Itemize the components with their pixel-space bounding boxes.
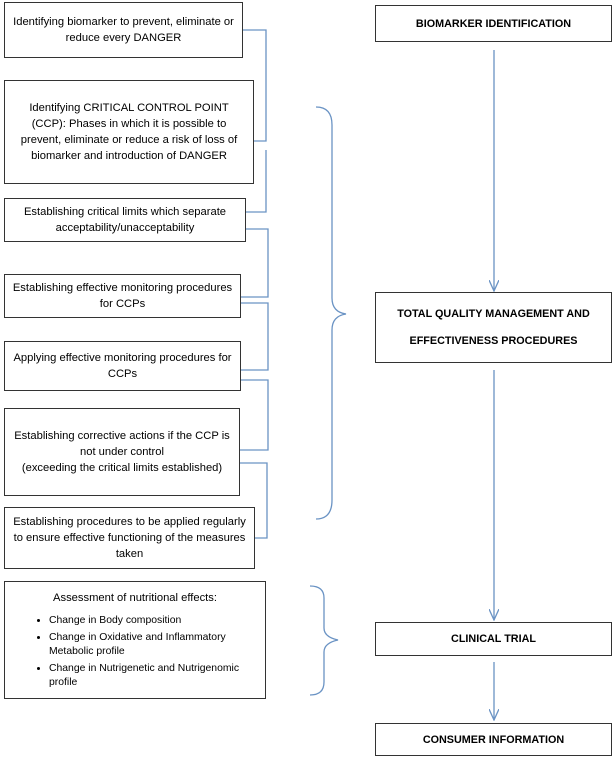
nutritional-assessment-title: Assessment of nutritional effects: xyxy=(53,592,217,604)
nutritional-assessment-box: Assessment of nutritional effects: Chang… xyxy=(4,581,266,699)
list-item: Change in Body composition xyxy=(49,614,255,629)
clinical-trial-label: CLINICAL TRIAL xyxy=(451,633,536,645)
biomarker-identification-box: BIOMARKER IDENTIFICATION xyxy=(375,5,612,42)
step-text: Applying effective monitoring procedures… xyxy=(13,351,232,380)
step-verification-procedures: Establishing procedures to be applied re… xyxy=(4,507,255,569)
step-apply-monitoring: Applying effective monitoring procedures… xyxy=(4,341,241,391)
tqm-box: TOTAL QUALITY MANAGEMENT AND EFFECTIVENE… xyxy=(375,292,612,363)
bracket-step5-step6 xyxy=(240,379,269,451)
step-text: Establishing critical limits which separ… xyxy=(23,205,227,234)
consumer-information-label: CONSUMER INFORMATION xyxy=(422,733,565,746)
consumer-information-box: CONSUMER INFORMATION xyxy=(375,723,612,756)
tqm-label-line1: TOTAL QUALITY MANAGEMENT AND xyxy=(397,307,590,320)
tqm-label-line2: EFFECTIVENESS PROCEDURES xyxy=(409,334,578,347)
step-text: Identifying CRITICAL CONTROL POINT (CCP)… xyxy=(20,101,238,163)
clinical-trial-box: CLINICAL TRIAL xyxy=(375,622,612,656)
step-text: Identifying biomarker to prevent, elimin… xyxy=(13,15,234,44)
step-text: Establishing procedures to be applied re… xyxy=(13,515,246,561)
step-identify-biomarker: Identifying biomarker to prevent, elimin… xyxy=(4,2,243,58)
step-critical-limits: Establishing critical limits which separ… xyxy=(4,198,246,242)
step-identify-ccp: Identifying CRITICAL CONTROL POINT (CCP)… xyxy=(4,80,254,184)
step-text: Establishing effective monitoring proced… xyxy=(12,281,233,310)
step-establish-monitoring: Establishing effective monitoring proced… xyxy=(4,274,241,318)
nutritional-effects-list: Change in Body composition Change in Oxi… xyxy=(15,614,255,693)
step-text: Establishing corrective actions if the C… xyxy=(14,429,230,475)
step-corrective-actions: Establishing corrective actions if the C… xyxy=(4,408,240,496)
brace-clinical xyxy=(309,585,339,696)
list-item: Change in Nutrigenetic and Nutrigenomic … xyxy=(49,662,255,691)
brace-tqm xyxy=(315,106,347,520)
bracket-step4-step5 xyxy=(241,302,269,371)
biomarker-identification-label: BIOMARKER IDENTIFICATION xyxy=(415,17,572,30)
list-item: Change in Oxidative and Inflammatory Met… xyxy=(49,631,255,660)
